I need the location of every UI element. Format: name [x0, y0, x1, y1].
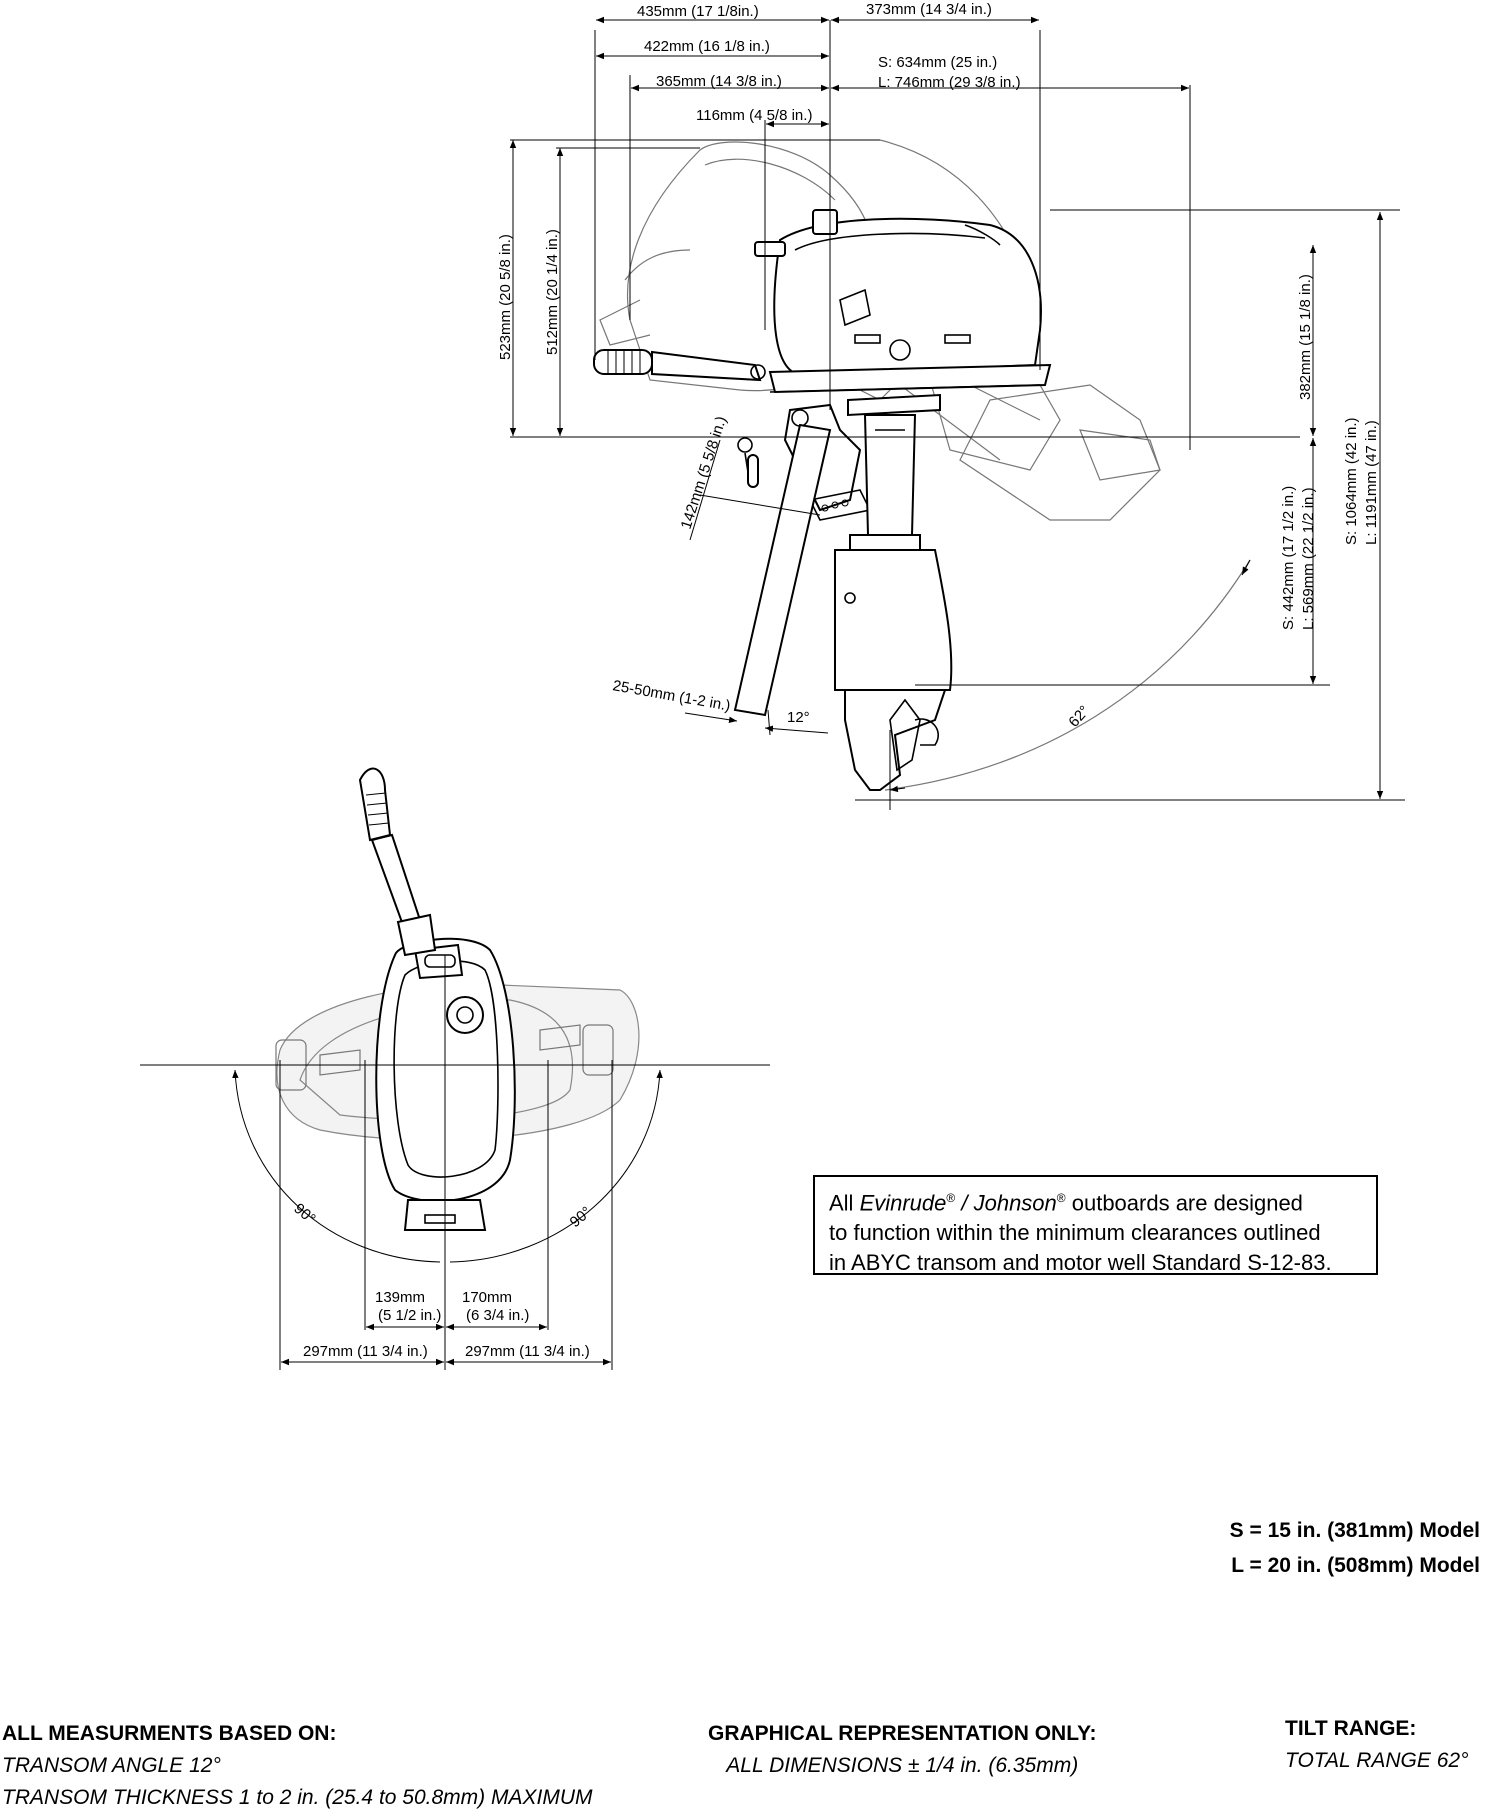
dim-170: 170mm	[462, 1289, 512, 1306]
dim-746: L: 746mm (29 3/8 in.)	[878, 74, 1021, 91]
footer-tolerance: ALL DIMENSIONS ± 1/4 in. (6.35mm)	[726, 1754, 1079, 1777]
dim-382: 382mm (15 1/8 in.)	[1297, 274, 1314, 400]
dim-1191: L: 1191mm (47 in.)	[1363, 420, 1380, 545]
engine-cowl	[754, 209, 1052, 394]
footer-graphical-heading: GRAPHICAL REPRESENTATION ONLY:	[708, 1722, 1097, 1745]
angle-90-right: 90°	[567, 1203, 595, 1231]
angle-12: 12°	[787, 709, 810, 726]
footer-measurements-heading: ALL MEASURMENTS BASED ON:	[2, 1722, 337, 1745]
dim-365: 365mm (14 3/8 in.)	[656, 73, 782, 90]
tiller-handle	[593, 349, 766, 382]
model-legend: S = 15 in. (381mm) Model L = 20 in. (508…	[1230, 1513, 1480, 1583]
top-view: 90° 90° 139mm (5 1/2 in.) 170mm (6 3/4 i…	[140, 767, 770, 1370]
abyc-notice: All Evinrude® / Johnson® outboards are d…	[813, 1175, 1378, 1275]
footer-measurements: ALL MEASURMENTS BASED ON: TRANSOM ANGLE …	[2, 1718, 592, 1814]
engine-top	[375, 937, 516, 1231]
dim-transom-thickness: 25-50mm (1-2 in.)	[611, 677, 731, 714]
dim-116: 116mm (4 5/8 in.)	[696, 107, 812, 124]
notice-line-2: to function within the minimum clearance…	[829, 1220, 1321, 1246]
dim-634: S: 634mm (25 in.)	[878, 54, 997, 71]
dim-297-right: 297mm (11 3/4 in.)	[465, 1343, 590, 1360]
dim-297-left: 297mm (11 3/4 in.)	[303, 1343, 428, 1360]
tilt-arc	[884, 559, 1251, 791]
dim-442: S: 442mm (17 1/2 in.)	[1280, 486, 1297, 630]
angle-62: 62°	[1065, 702, 1093, 730]
dim-1064: S: 1064mm (42 in.)	[1343, 417, 1360, 545]
footer-graphical: GRAPHICAL REPRESENTATION ONLY: ALL DIMEN…	[708, 1718, 1097, 1782]
side-view: 435mm (17 1/8in.) 373mm (14 3/4 in.) 422…	[497, 1, 1405, 810]
model-l: L = 20 in. (508mm) Model	[1231, 1554, 1480, 1577]
dim-170-in: (6 3/4 in.)	[466, 1307, 529, 1324]
angle-90-left: 90°	[290, 1200, 318, 1228]
dim-435: 435mm (17 1/8in.)	[637, 3, 759, 20]
dim-569: L: 569mm (22 1/2 in.)	[1300, 487, 1317, 630]
tiller-top	[358, 767, 437, 957]
dim-139: 139mm	[375, 1289, 425, 1306]
dim-139-in: (5 1/2 in.)	[378, 1307, 441, 1324]
dim-422: 422mm (16 1/8 in.)	[644, 38, 770, 55]
dim-523: 523mm (20 5/8 in.)	[497, 234, 514, 360]
footer-tilt-heading: TILT RANGE:	[1285, 1717, 1417, 1740]
dim-373: 373mm (14 3/4 in.)	[866, 1, 992, 18]
footer-transom-angle: TRANSOM ANGLE 12°	[2, 1754, 221, 1777]
footer-tilt: TILT RANGE: TOTAL RANGE 62°	[1285, 1713, 1468, 1777]
footer-tilt-range: TOTAL RANGE 62°	[1285, 1749, 1469, 1772]
footer-transom-thickness: TRANSOM THICKNESS 1 to 2 in. (25.4 to 50…	[2, 1786, 593, 1809]
model-s: S = 15 in. (381mm) Model	[1229, 1519, 1480, 1542]
dim-512: 512mm (20 1/4 in.)	[544, 229, 561, 355]
drive-shaft-housing	[834, 414, 953, 791]
transom-board	[733, 423, 832, 717]
notice-line-3: in ABYC transom and motor well Standard …	[829, 1250, 1332, 1276]
dim-142: 142mm (5 5/8 in.)	[678, 414, 730, 531]
notice-line-1: All Evinrude® / Johnson® outboards are d…	[829, 1190, 1303, 1216]
